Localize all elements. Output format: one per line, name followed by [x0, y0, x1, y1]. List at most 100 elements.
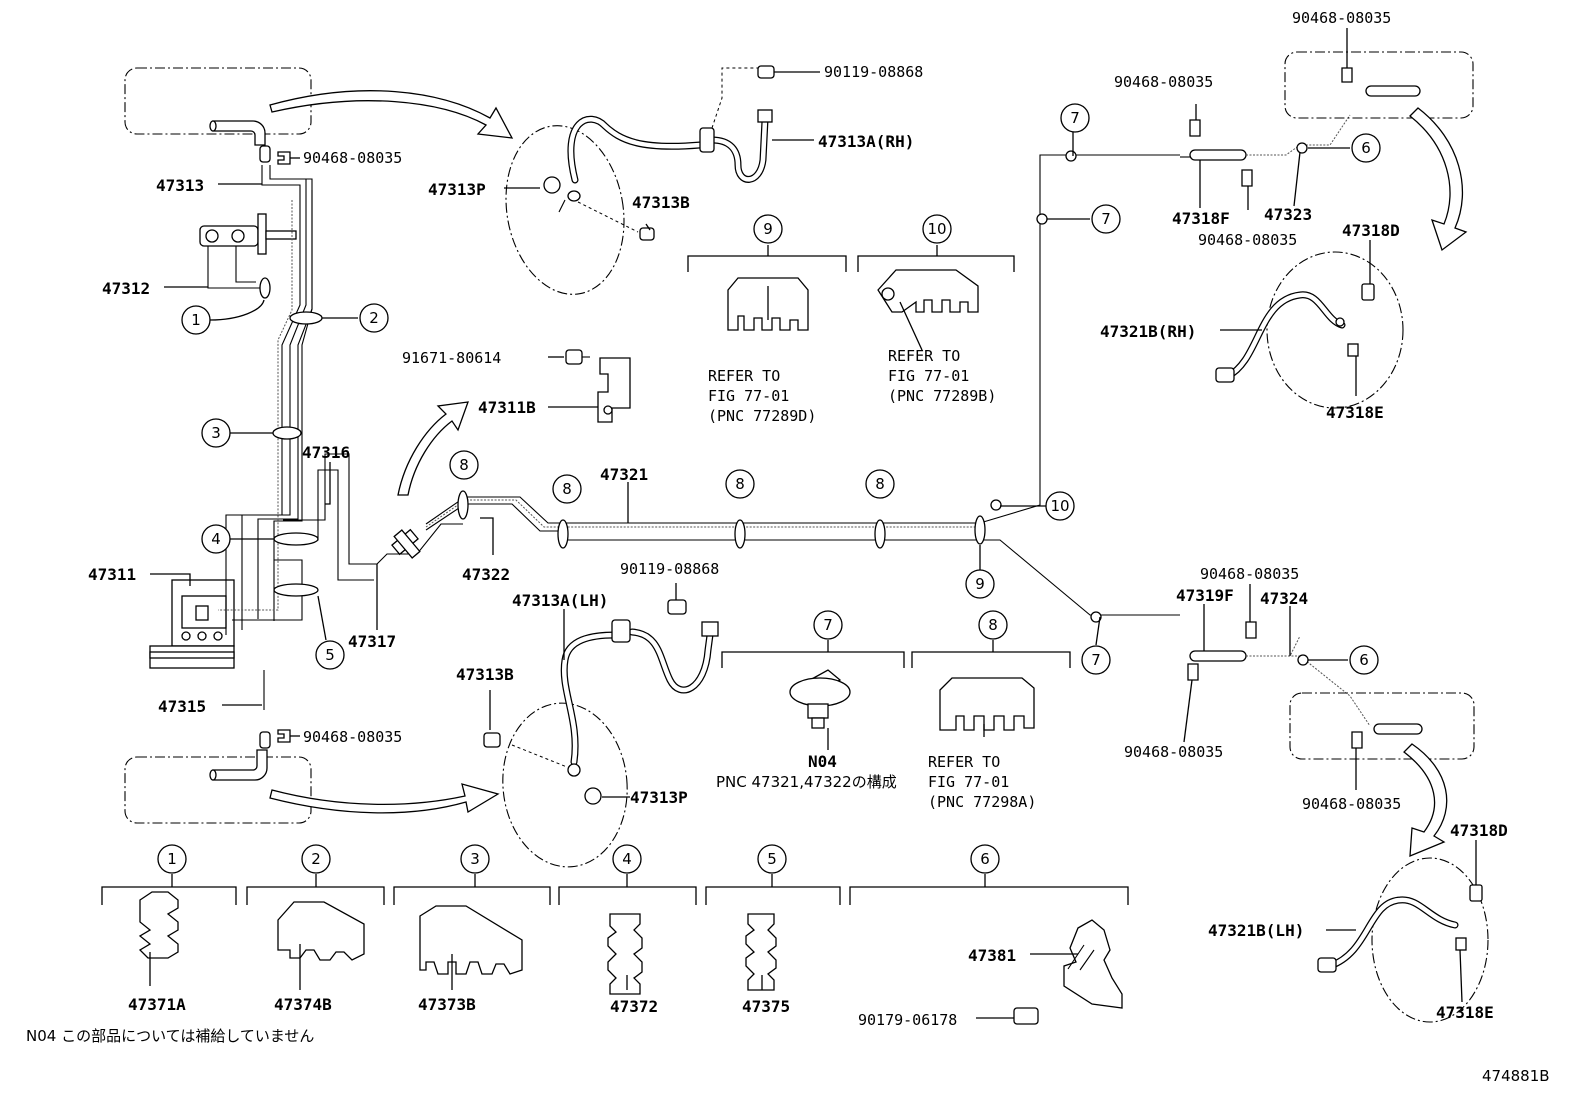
clamp-8-icon — [939, 677, 1035, 731]
ref10-line2: FIG 77-01 — [888, 367, 969, 385]
label-47321b-rh: 47321B(RH) — [1100, 322, 1196, 341]
rh-hose-47313a — [567, 65, 775, 184]
callout-9a: 9 — [975, 575, 985, 593]
label-90468-b: 90468-08035 — [303, 728, 402, 746]
ref-block-10: REFER TO FIG 77-01 (PNC 77289B) — [888, 347, 996, 405]
callout-1: 1 — [191, 311, 201, 329]
label-90468-e: 90468-08035 — [1198, 231, 1297, 249]
label-47319f: 47319F — [1176, 586, 1234, 605]
label-47321b-lh: 47321B(LH) — [1208, 921, 1304, 940]
label-47313a-rh: 47313A(RH) — [818, 132, 914, 151]
arrow-to-lh-rear-hose — [1403, 743, 1448, 858]
label-47323: 47323 — [1264, 205, 1312, 224]
detail-box-bottom-left — [124, 749, 312, 824]
proportioning-valve-47312 — [199, 213, 297, 255]
label-47321: 47321 — [600, 465, 648, 484]
ref-block-9: REFER TO FIG 77-01 (PNC 77289D) — [708, 367, 816, 425]
label-90468-d: 90468-08035 — [1292, 9, 1391, 27]
label-47313a-lh: 47313A(LH) — [512, 591, 608, 610]
label-47318d-bot: 47318D — [1450, 821, 1508, 840]
callout-7b: 7 — [1101, 210, 1111, 228]
callout-8b: 8 — [562, 480, 572, 498]
label-90468-f: 90468-08035 — [1200, 565, 1299, 583]
union-fitting — [376, 523, 463, 565]
clamp-47374b-icon — [277, 901, 365, 961]
label-90468-a: 90468-08035 — [303, 149, 402, 167]
label-pnc-note: PNC 47321,47322の構成 — [716, 773, 897, 791]
group-brackets — [101, 245, 1129, 905]
callout-4: 4 — [211, 530, 221, 548]
label-47317: 47317 — [348, 632, 396, 651]
group-callout-10: 10 — [927, 220, 946, 238]
group-callout-7: 7 — [823, 616, 833, 634]
banjo-rh — [543, 176, 581, 213]
label-47313b-top: 47313B — [632, 193, 690, 212]
label-90468-h: 90468-08035 — [1302, 795, 1401, 813]
label-47315: 47315 — [158, 697, 206, 716]
label-47381: 47381 — [968, 946, 1016, 965]
footer-note: N04 この部品については補給していません — [26, 1027, 314, 1045]
group-callout-8: 8 — [988, 616, 998, 634]
callout-6a: 6 — [1361, 139, 1371, 157]
label-47313: 47313 — [156, 176, 204, 195]
clamp-47371a-icon — [138, 891, 179, 959]
group-callout-2: 2 — [311, 850, 321, 868]
detail-box-bottom-right — [1289, 692, 1475, 760]
clamp-47372-icon — [607, 913, 643, 995]
rear-hose-rh — [1215, 283, 1375, 383]
clamp-5-marker — [273, 583, 319, 597]
label-47311: 47311 — [88, 565, 136, 584]
leader-lines — [149, 28, 1477, 1019]
label-47375: 47375 — [742, 997, 790, 1016]
callout-3: 3 — [211, 424, 221, 442]
label-91671: 91671-80614 — [402, 349, 501, 367]
tube-bundle-vertical — [218, 165, 377, 710]
callout-7c: 7 — [1091, 651, 1101, 669]
ref8-line2: FIG 77-01 — [928, 773, 1009, 791]
label-47324: 47324 — [1260, 589, 1308, 608]
label-90179: 90179-06178 — [858, 1011, 957, 1029]
clamp-47373b-icon — [419, 905, 523, 975]
clamp-3-marker — [272, 426, 302, 440]
group-callout-1: 1 — [167, 850, 177, 868]
group-callout-3: 3 — [470, 850, 480, 868]
master-cylinder-47311 — [149, 579, 235, 669]
label-47372: 47372 — [610, 997, 658, 1016]
label-47313p-top: 47313P — [428, 180, 486, 199]
label-47311b: 47311B — [478, 398, 536, 417]
rear-tube-rh — [1180, 114, 1351, 187]
ref9-line1: REFER TO — [708, 367, 780, 385]
label-90468-g: 90468-08035 — [1124, 743, 1223, 761]
ref8-line3: (PNC 77298A) — [928, 793, 1036, 811]
part-labels: 47313 90468-08035 47312 47316 47311 4731… — [88, 9, 1508, 1029]
label-47318d-top: 47318D — [1342, 221, 1400, 240]
label-47316: 47316 — [302, 443, 350, 462]
clamp-4-marker — [273, 532, 319, 546]
callout-5: 5 — [325, 646, 335, 664]
group-callout-5: 5 — [767, 850, 777, 868]
detail-ellipse-rh-caliper — [505, 125, 625, 295]
label-47312: 47312 — [102, 279, 150, 298]
rear-hose-lh — [1317, 884, 1483, 973]
label-90119-a: 90119-08868 — [824, 63, 923, 81]
label-47318f: 47318F — [1172, 209, 1230, 228]
callout-10a: 10 — [1050, 497, 1069, 515]
ref10-line1: REFER TO — [888, 347, 960, 365]
label-47373b: 47373B — [418, 995, 476, 1014]
ref8-line1: REFER TO — [928, 753, 1000, 771]
bracket-47381-icon — [1063, 919, 1123, 1009]
label-47313b-bot: 47313B — [456, 665, 514, 684]
detail-box-top-right — [1284, 51, 1474, 119]
arrow-to-rh-rear-hose — [1409, 107, 1468, 252]
ref9-line2: FIG 77-01 — [708, 387, 789, 405]
lh-hose-47313a — [560, 599, 719, 766]
arrow-to-47311b — [397, 401, 469, 496]
callout-8a: 8 — [459, 456, 469, 474]
callout-8c: 8 — [735, 475, 745, 493]
group-callout-6: 6 — [980, 850, 990, 868]
label-n04: N04 — [808, 752, 837, 771]
diagram-id: 474881B — [1482, 1067, 1550, 1085]
grommet-n04 — [789, 669, 851, 729]
